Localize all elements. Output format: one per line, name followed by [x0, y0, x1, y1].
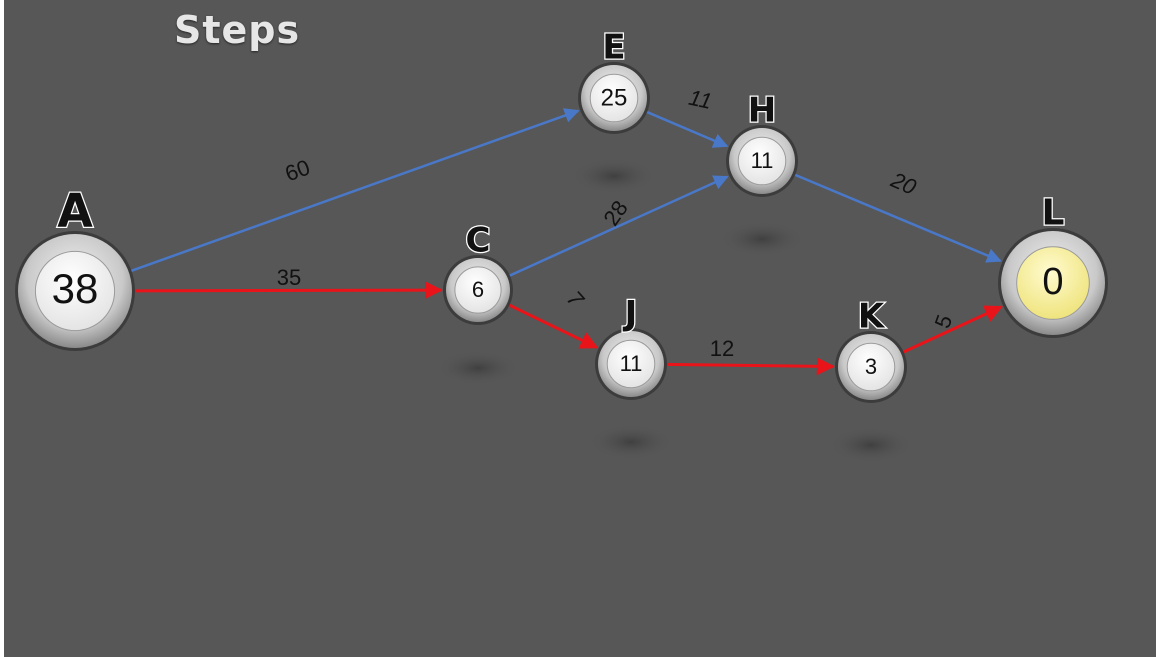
node-letter-k: K [858, 297, 886, 337]
edge-a-c [132, 281, 443, 300]
node-shadow [587, 424, 675, 460]
node-value-c: 6 [472, 277, 484, 302]
node-e: 25 E [578, 26, 650, 134]
node-j: 11 J [595, 292, 667, 400]
edge-e-h [644, 110, 729, 148]
node-face [737, 136, 787, 186]
diagram-title: Steps [174, 8, 301, 52]
node-value-j: 11 [620, 351, 643, 376]
node-value-k: 3 [865, 354, 877, 379]
edge-label-c-h: 28 [598, 196, 633, 230]
edge-label-j-k: 12 [710, 336, 734, 361]
edge-label-c-j: 7 [562, 286, 589, 312]
node-letter-c: C [466, 221, 491, 261]
node-letter-h: H [748, 91, 776, 131]
edge-label-a-c: 35 [277, 265, 301, 290]
node-letter-e: E [602, 28, 625, 68]
node-shadow [570, 158, 658, 194]
node-face [846, 342, 896, 392]
node-shadow [827, 427, 915, 463]
node-letter-a: A [57, 183, 93, 237]
edge-label-e-h: 11 [687, 85, 715, 114]
node-value-e: 25 [601, 84, 628, 111]
node-shadow [436, 350, 520, 386]
edge-label-k-l: 5 [930, 311, 958, 331]
node-h: 11 H [726, 89, 798, 197]
edge-c-j [507, 303, 599, 349]
edge-a-e [129, 108, 580, 273]
node-value-l: 0 [1042, 261, 1063, 303]
edge-j-k [664, 357, 835, 376]
node-value-h: 11 [751, 148, 774, 173]
node-k: 3K [835, 295, 907, 403]
node-shadow [718, 221, 806, 257]
node-face [1016, 246, 1090, 320]
node-a: 38 A [15, 182, 135, 351]
node-face [606, 339, 656, 389]
edge-c-h [507, 175, 729, 278]
edge-h-l [792, 172, 1002, 263]
node-l: 0L [998, 191, 1108, 338]
node-face [454, 266, 502, 314]
node-face [34, 250, 116, 332]
node-value-a: 38 [52, 265, 99, 312]
edge-label-a-e: 60 [282, 154, 314, 186]
node-letter-j: J [623, 294, 638, 334]
edge-label-h-l: 20 [887, 167, 921, 201]
edge-k-l [901, 305, 1003, 355]
node-letter-l: L [1042, 192, 1065, 233]
node-face [589, 73, 639, 123]
node-c: 6C [443, 219, 513, 325]
